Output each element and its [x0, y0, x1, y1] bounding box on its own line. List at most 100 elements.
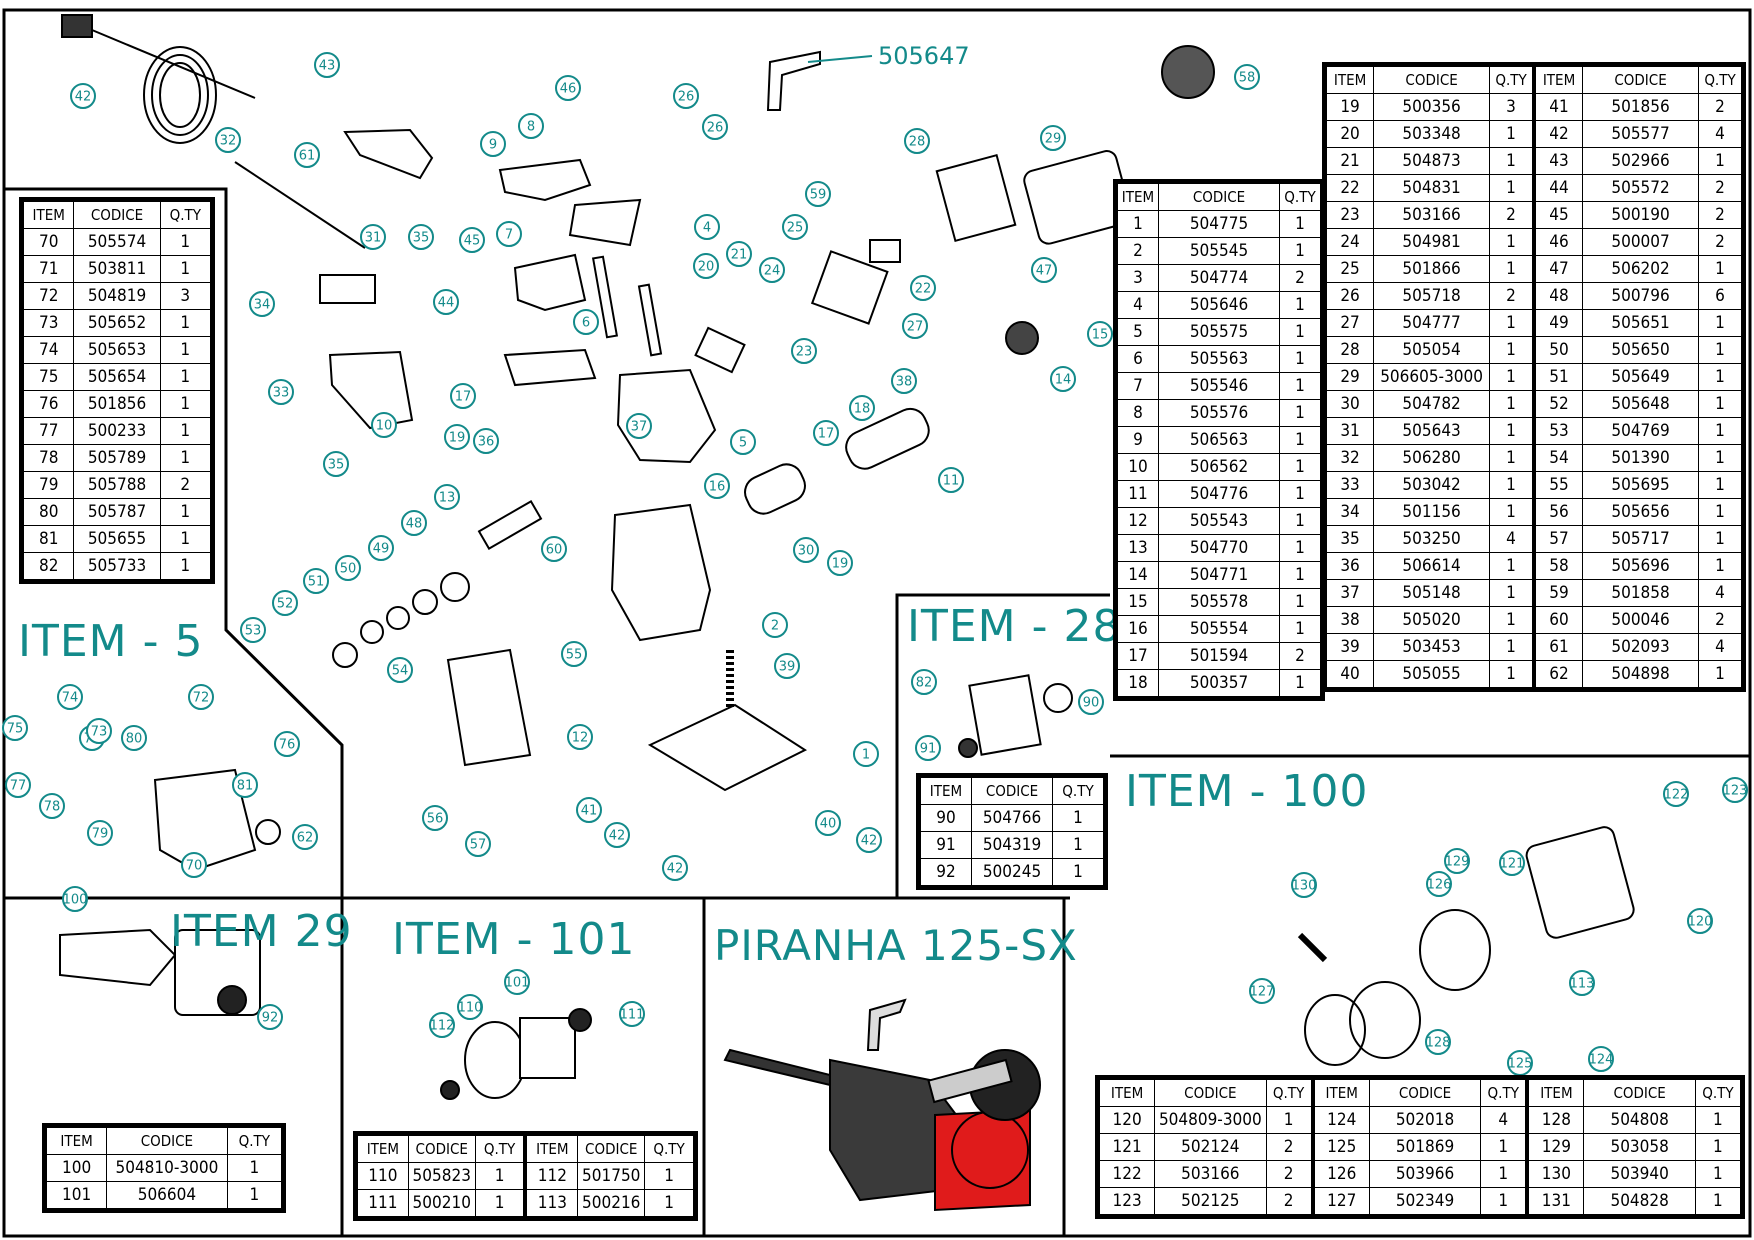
cell-item: 28 — [1323, 336, 1375, 364]
callout-label: 27 — [907, 320, 924, 335]
callout-56: 56 — [422, 805, 448, 831]
cell-item: 75 — [20, 363, 75, 391]
cell-item: 40 — [1323, 660, 1375, 690]
cell-qty: 1 — [159, 336, 214, 364]
cell-item: 51 — [1532, 363, 1584, 391]
callout-bubble — [702, 114, 728, 140]
callout-label: 72 — [193, 691, 210, 706]
callout-bubble — [1663, 781, 1689, 807]
part-4 — [568, 198, 642, 247]
cell-item: 37 — [1323, 579, 1375, 607]
cell-item: 27 — [1323, 309, 1375, 337]
callout-bubble — [422, 805, 448, 831]
callout-label: 6 — [582, 316, 590, 331]
cell-code: 505563 — [1158, 345, 1280, 373]
callout-label: 35 — [413, 231, 430, 246]
callout-bubble — [303, 568, 329, 594]
cell-code: 505653 — [73, 336, 161, 364]
item101-bearing — [568, 1008, 592, 1032]
cell-qty: 1 — [1489, 633, 1535, 661]
callout-label: 59 — [810, 188, 827, 203]
callout-bubble — [1569, 970, 1595, 996]
col-qty: Q.TY — [1279, 181, 1323, 211]
callout-bubble — [249, 291, 275, 317]
callout-bubble — [1444, 848, 1470, 874]
cell-item: 24 — [1323, 228, 1375, 256]
col-item: ITEM — [43, 1125, 108, 1155]
col-item: ITEM — [1096, 1077, 1156, 1107]
cell-qty: 1 — [1052, 831, 1106, 859]
callout-42: 42 — [604, 822, 630, 848]
cell-qty: 1 — [1265, 1106, 1314, 1134]
bearing-50 — [412, 589, 438, 615]
code-label-505647: 505647 — [878, 42, 970, 70]
cell-code: 506562 — [1158, 453, 1280, 481]
cell-qty: 1 — [1489, 336, 1535, 364]
cell-code: 505578 — [1158, 588, 1280, 616]
callout-bubble — [704, 473, 730, 499]
callout-bubble — [457, 994, 483, 1020]
cell-code: 500190 — [1582, 201, 1700, 229]
cell-item: 56 — [1532, 498, 1584, 526]
cell-code: 506563 — [1158, 426, 1280, 454]
callout-label: 80 — [126, 732, 143, 747]
col-code: CODICE — [1373, 64, 1491, 94]
cell-qty: 1 — [1694, 1133, 1744, 1161]
callout-bubble — [813, 420, 839, 446]
callout-bubble — [774, 653, 800, 679]
cell-code: 505652 — [73, 309, 161, 337]
callout-bubble — [1588, 1046, 1614, 1072]
callout-126: 126 — [1426, 871, 1452, 897]
col-item: ITEM — [523, 1133, 579, 1163]
cell-code: 505718 — [1373, 282, 1491, 310]
callout-bubble — [911, 669, 937, 695]
cell-qty: 1 — [1489, 228, 1535, 256]
col-qty: Q.TY — [1265, 1077, 1314, 1107]
callout-bubble — [360, 224, 386, 250]
callout-73: 73 — [86, 718, 112, 744]
callout-label: 78 — [44, 800, 61, 815]
cell-qty: 1 — [1279, 615, 1323, 643]
cell-code: 506604 — [106, 1181, 228, 1211]
item100-stator — [1419, 909, 1491, 991]
cell-qty: 2 — [1698, 174, 1744, 202]
callout-bubble — [793, 537, 819, 563]
cell-item: 124 — [1310, 1106, 1370, 1134]
callout-bubble — [434, 484, 460, 510]
callout-45: 45 — [459, 227, 485, 253]
callout-127: 127 — [1249, 978, 1275, 1004]
item100-fan — [1349, 981, 1421, 1059]
cell-item: 77 — [20, 417, 75, 445]
cell-code: 501594 — [1158, 642, 1280, 670]
callout-label: 13 — [439, 491, 456, 506]
callout-13: 13 — [434, 484, 460, 510]
cell-qty: 1 — [1489, 120, 1535, 148]
cell-qty: 4 — [1489, 525, 1535, 553]
col-qty: Q.TY — [644, 1133, 696, 1163]
callout-bubble — [181, 852, 207, 878]
cell-qty: 1 — [159, 525, 214, 553]
callout-42: 42 — [856, 827, 882, 853]
cell-item: 52 — [1532, 390, 1584, 418]
callout-label: 122 — [1664, 788, 1689, 803]
callout-70: 70 — [181, 852, 207, 878]
callout-label: 41 — [581, 804, 598, 819]
cell-code: 506202 — [1582, 255, 1700, 283]
callout-label: 24 — [764, 264, 781, 279]
callout-bubble — [1499, 850, 1525, 876]
cell-qty: 4 — [1480, 1106, 1528, 1134]
cell-item: 60 — [1532, 606, 1584, 634]
cell-item: 70 — [20, 228, 75, 256]
callout-37: 37 — [626, 413, 652, 439]
cell-code: 503966 — [1368, 1160, 1482, 1188]
cell-item: 46 — [1532, 228, 1584, 256]
callout-label: 34 — [254, 298, 271, 313]
cell-code: 500210 — [407, 1189, 476, 1219]
